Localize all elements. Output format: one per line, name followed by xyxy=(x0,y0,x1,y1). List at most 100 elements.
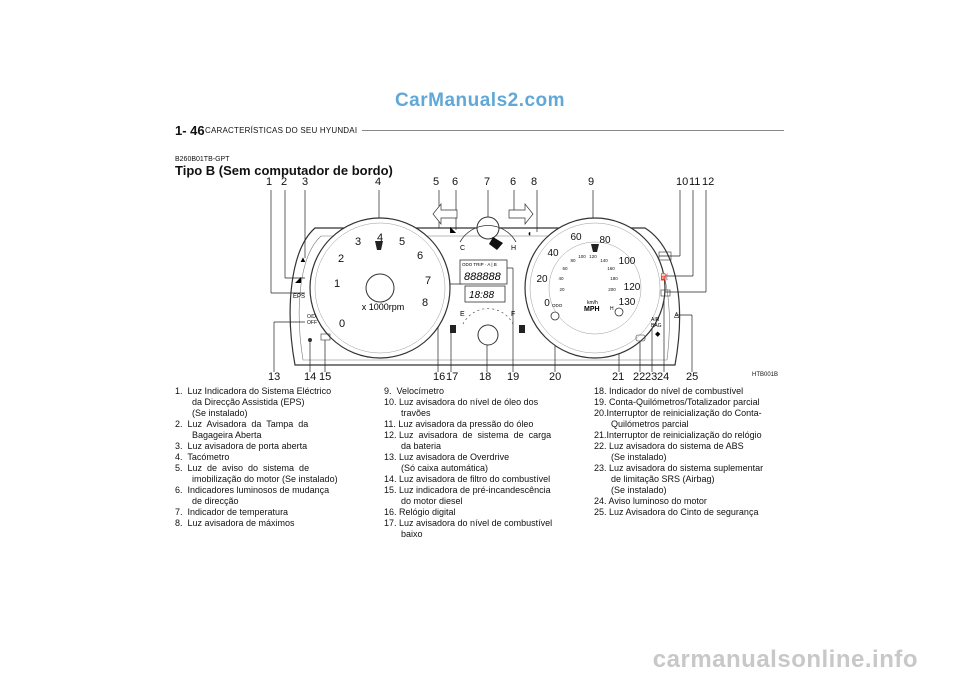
callout-6b: 6 xyxy=(510,176,517,188)
abs-icon xyxy=(635,334,646,342)
legend-item: 11. Luz avisadora da pressão do óleo xyxy=(384,419,534,429)
legend-item: 7. Indicador de temperatura xyxy=(175,507,289,517)
watermark-top: CarManuals2.com xyxy=(394,90,566,111)
section-title: CARACTERÍSTICAS DO SEU HYUNDAI xyxy=(205,126,358,135)
callout-23: 23 xyxy=(645,371,658,383)
section-code: B260B01TB-GPT xyxy=(175,156,230,163)
callout-13: 13 xyxy=(268,371,281,383)
callout-4: 4 xyxy=(375,176,382,188)
page-title: Tipo B (Sem computador de bordo) xyxy=(175,163,393,178)
legend-item: 18. Indicador do nível de combustível xyxy=(594,386,744,396)
legend-item: 4. Tacómetro xyxy=(175,452,230,462)
glow-plug-icon xyxy=(320,333,331,341)
callout-9: 9 xyxy=(588,176,595,188)
clock-reset-button[interactable] xyxy=(614,307,624,317)
door-open-icon: ▲ xyxy=(299,255,307,264)
oil-pressure-icon: ⛽ xyxy=(660,272,669,281)
callout-16: 16 xyxy=(433,371,446,383)
legend-item: 23. Luz avisadora do sistema suplementar… xyxy=(594,463,764,495)
legend-item: 20.Interruptor de reinicialização do Con… xyxy=(594,408,762,429)
tach-num: 0 xyxy=(339,318,345,330)
seatbelt-icon: ♙ xyxy=(673,311,680,320)
tach-num: 2 xyxy=(338,253,344,265)
legend-column-3: 18. Indicador do nível de combustível 19… xyxy=(594,386,790,518)
inner-num: 160 xyxy=(607,266,615,271)
tach-num: 4 xyxy=(377,232,383,244)
trip-reset-button[interactable] xyxy=(550,311,560,321)
callout-15: 15 xyxy=(319,371,332,383)
callouts-top: 1 2 3 4 5 6 7 6 8 9 10 11 12 xyxy=(0,176,960,190)
od-off-label: O/D xyxy=(307,314,316,320)
brake-fluid-icon xyxy=(658,251,672,261)
inner-num: 200 xyxy=(608,287,616,292)
header-rule xyxy=(362,130,784,131)
callout-20: 20 xyxy=(549,371,562,383)
legend-item: 3. Luz avisadora de porta aberta xyxy=(175,441,308,451)
fuel-full: F xyxy=(511,311,515,318)
callouts-bottom: 13 14 15 16 17 18 19 20 21 22 23 24 25 xyxy=(0,371,960,385)
low-fuel-icon xyxy=(450,325,456,333)
immobilizer-icon: ◣ xyxy=(450,225,457,234)
turn-left-icon xyxy=(432,203,458,225)
fuel-pump-icon xyxy=(519,325,525,333)
inner-num: 20 xyxy=(559,287,565,292)
legend-item: 13. Luz avisadora de Overdrive (Só caixa… xyxy=(384,452,510,473)
speed-num: 130 xyxy=(619,297,636,308)
inner-num: 120 xyxy=(589,254,597,259)
fuel-filter-icon xyxy=(308,338,312,342)
legend-column-1: 1. Luz Indicadora do Sistema Eléctrico d… xyxy=(175,386,368,529)
inner-num: 140 xyxy=(600,258,608,263)
legend-item: 16. Relógio digital xyxy=(384,507,456,517)
battery-icon xyxy=(660,289,671,297)
legend-item: 10. Luz avisadora do nível de óleo dos t… xyxy=(384,397,539,418)
legend-item: 15. Luz indicadora de pré-incandescência… xyxy=(384,485,551,506)
od-off-label-2: OFF xyxy=(307,320,317,326)
airbag-label: AIR xyxy=(651,317,660,323)
tach-unit: x 1000rpm xyxy=(362,302,405,312)
legend-item: 19. Conta-Quilómetros/Totalizador parcia… xyxy=(594,397,760,407)
callout-17: 17 xyxy=(446,371,459,383)
speed-num: 80 xyxy=(599,235,611,246)
inner-num: 80 xyxy=(570,258,576,263)
callout-22: 22 xyxy=(633,371,646,383)
speed-scale-kmh: 0 20 40 60 80 100 120 130 xyxy=(536,232,640,309)
speed-num: 0 xyxy=(544,298,550,309)
clock-digits: 18:88 xyxy=(469,290,494,301)
high-beam-icon: ◖ xyxy=(527,229,532,238)
instrument-cluster-figure: 0 1 2 3 4 5 6 7 8 x 1000rpm ▲ ◢ EPS O/D … xyxy=(270,190,707,372)
callout-10: 10 xyxy=(676,176,689,188)
legend-item: 17. Luz avisadora do nível de combustíve… xyxy=(384,518,553,539)
tach-num: 8 xyxy=(422,297,428,309)
callout-3: 3 xyxy=(302,176,309,188)
legend-item: 5. Luz de aviso do sistema de imobilizaç… xyxy=(175,463,338,484)
page-number: 1- 46 xyxy=(175,123,205,138)
callout-14: 14 xyxy=(304,371,317,383)
tach-scale: 0 1 2 3 4 5 6 7 8 xyxy=(334,232,431,330)
fuel-empty: E xyxy=(460,311,465,318)
callout-6: 6 xyxy=(452,176,459,188)
speed-num: 100 xyxy=(619,256,636,267)
temp-hot: H xyxy=(511,245,516,252)
legend-item: 1. Luz Indicadora do Sistema Eléctrico d… xyxy=(175,386,332,418)
legend-item: 12. Luz avisadora de sistema de carga da… xyxy=(384,430,552,451)
callout-5: 5 xyxy=(433,176,440,188)
legend-column-2: 9. Velocímetro 10. Luz avisadora do níve… xyxy=(384,386,578,540)
eps-label: EPS xyxy=(293,294,305,300)
speed-unit-mph: MPH xyxy=(584,306,600,313)
watermark-bottom: carmanualsonline.info xyxy=(652,646,918,673)
tach-num: 5 xyxy=(399,236,405,248)
odo-trip-label: ODO TRIP · A | B xyxy=(462,262,497,267)
turn-right-icon xyxy=(508,203,534,225)
callout-11: 11 xyxy=(689,176,701,188)
callout-24: 24 xyxy=(657,371,670,383)
legend-item: 21.Interruptor de reinicialização do rel… xyxy=(594,430,762,440)
callout-8: 8 xyxy=(531,176,538,188)
tach-num: 3 xyxy=(355,236,361,248)
trunk-open-icon: ◢ xyxy=(295,275,302,284)
speed-num: 120 xyxy=(624,282,641,293)
speed-num: 20 xyxy=(536,274,548,285)
callout-2: 2 xyxy=(281,176,288,188)
odo-label: ODO xyxy=(552,303,563,308)
odo-digits: 888888 xyxy=(464,271,502,283)
tach-num: 6 xyxy=(417,250,423,262)
